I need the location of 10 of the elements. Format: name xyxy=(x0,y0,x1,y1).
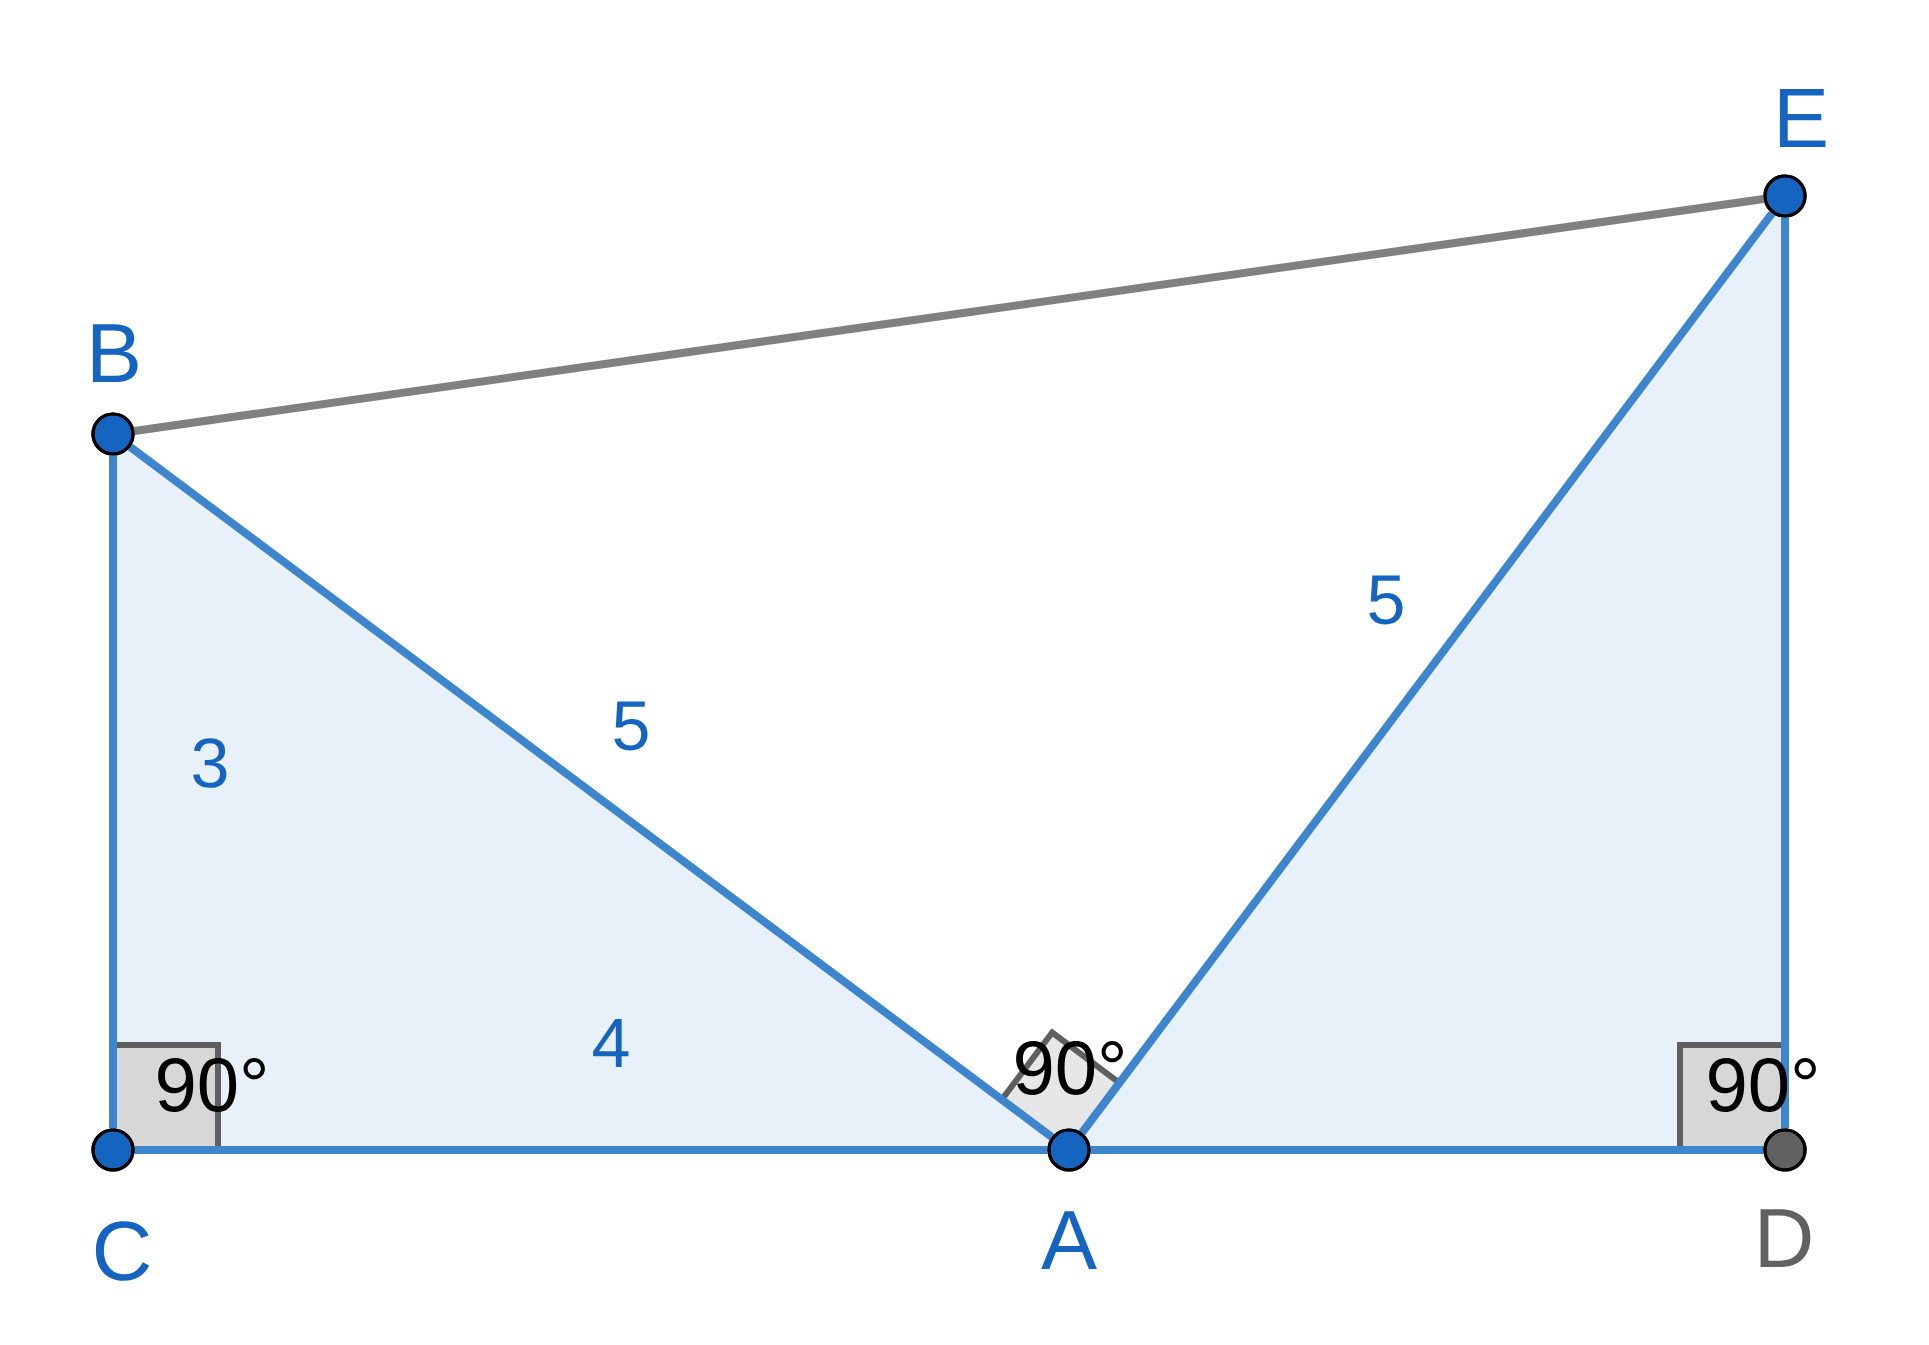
point-label: C xyxy=(95,1221,150,1281)
point-label: A xyxy=(1041,1211,1097,1269)
segment xyxy=(133,195,1765,435)
edge-label: 4 xyxy=(593,1018,629,1068)
point-label: E xyxy=(1779,89,1826,147)
point-label: B xyxy=(92,324,138,382)
point-label: D xyxy=(1760,1209,1811,1267)
edge-label: 5 xyxy=(1369,575,1403,625)
edge-label: 3 xyxy=(193,738,227,788)
edge-label: 5 xyxy=(614,701,648,751)
